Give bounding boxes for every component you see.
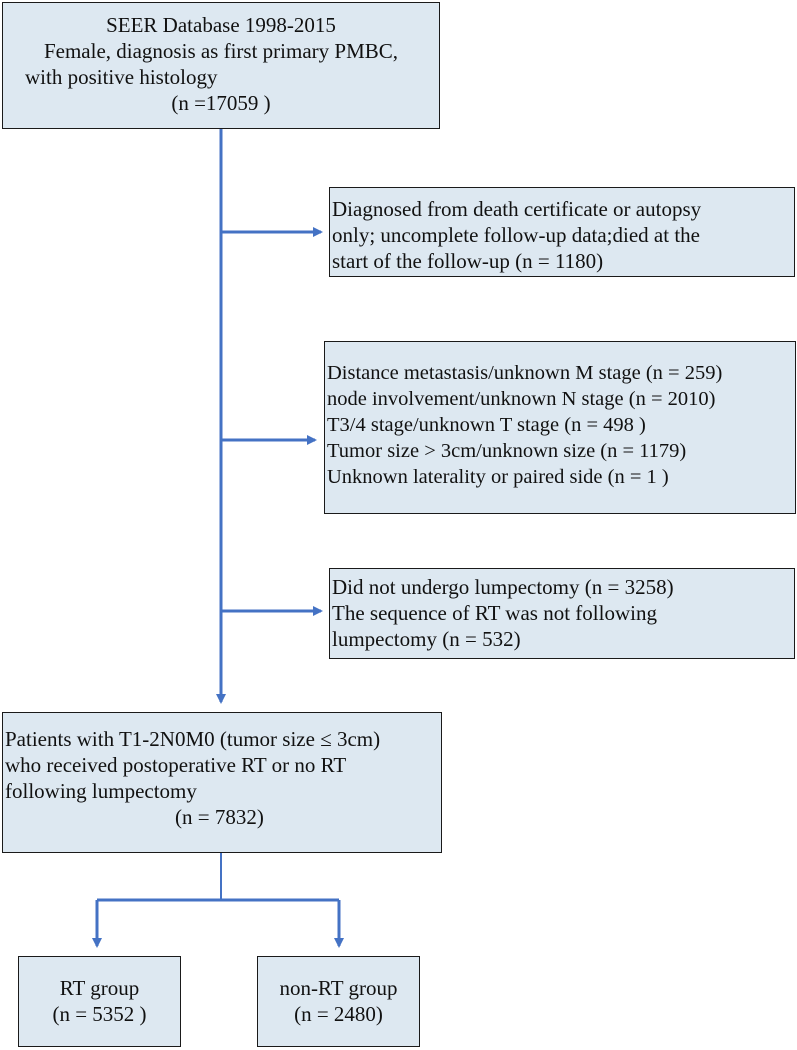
source-title: SEER Database 1998-2015 [106, 13, 336, 37]
source-population-box: SEER Database 1998-2015 Female, diagnosi… [2, 2, 440, 129]
exclusion-1-line: only; uncomplete follow-up data;died at … [332, 223, 700, 247]
non-rt-group-label: non-RT group [279, 976, 398, 1000]
exclusion-box-1: Diagnosed from death certificate or auto… [329, 187, 795, 277]
cohort-count: (n = 7832) [175, 805, 264, 829]
source-count: (n =17059 ) [171, 91, 271, 115]
exclusion-2-line: Unknown laterality or paired side (n = 1… [327, 466, 669, 488]
exclusion-box-3: Did not undergo lumpectomy (n = 3258) Th… [329, 568, 795, 659]
cohort-criteria: Patients with T1-2N0M0 (tumor size ≤ 3cm… [5, 727, 381, 751]
source-criteria: Female, diagnosis as first primary PMBC, [43, 39, 399, 63]
exclusion-1-line: start of the follow-up (n = 1180) [332, 249, 604, 273]
exclusion-box-2: Distance metastasis/unknown M stage (n =… [324, 341, 796, 514]
non-rt-group-count: (n = 2480) [294, 1002, 383, 1026]
exclusion-3-line: Did not undergo lumpectomy (n = 3258) [332, 575, 674, 599]
final-cohort-box: Patients with T1-2N0M0 (tumor size ≤ 3cm… [2, 712, 442, 853]
exclusion-1-line: Diagnosed from death certificate or auto… [332, 197, 702, 221]
exclusion-2-line: Tumor size > 3cm/unknown size (n = 1179) [327, 440, 687, 462]
exclusion-3-line: The sequence of RT was not following [332, 601, 657, 625]
exclusion-3-line: lumpectomy (n = 532) [332, 627, 521, 651]
source-criteria-cont: with positive histology [25, 65, 218, 89]
exclusion-2-line: node involvement/unknown N stage (n = 20… [327, 388, 716, 410]
cohort-criteria: who received postoperative RT or no RT [5, 753, 347, 777]
non-rt-group-box: non-RT group (n = 2480) [257, 956, 420, 1047]
exclusion-2-line: T3/4 stage/unknown T stage (n = 498 ) [327, 414, 646, 436]
exclusion-2-line: Distance metastasis/unknown M stage (n =… [327, 362, 723, 384]
cohort-criteria: following lumpectomy [5, 779, 197, 803]
rt-group-count: (n = 5352 ) [52, 1002, 147, 1026]
rt-group-box: RT group (n = 5352 ) [18, 956, 181, 1047]
rt-group-label: RT group [59, 976, 140, 1000]
